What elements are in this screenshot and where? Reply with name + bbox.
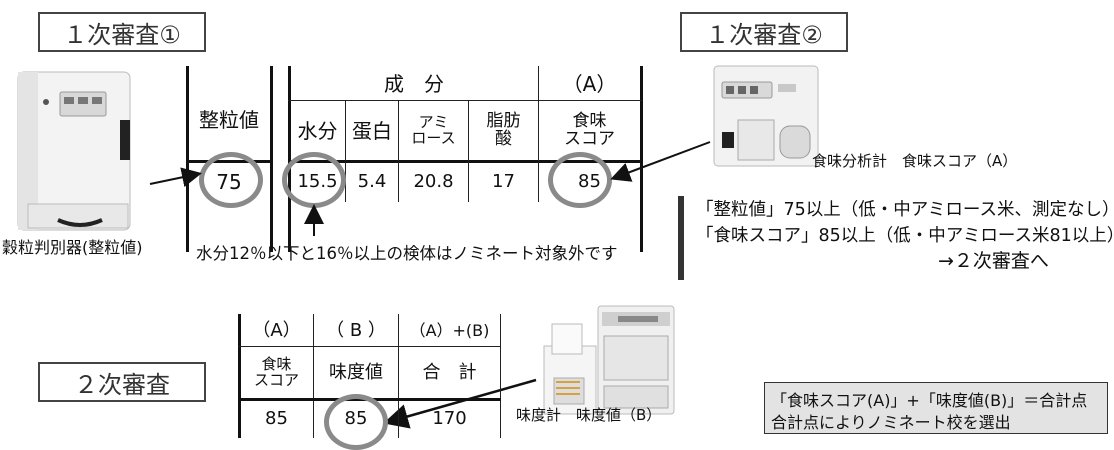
subheader-amylose: アミ ロース — [411, 113, 456, 147]
title-first-review-1: １次審査① — [38, 12, 206, 52]
subheader-protein: 蛋白 — [352, 118, 392, 143]
arrows-layer — [149, 141, 711, 429]
taste-analyzer-label: 食味分析計 食味スコア（A） — [812, 152, 1018, 170]
taste-meter-label: 味度計 味度値（B） — [516, 406, 662, 424]
taste-analyzer-photo — [713, 65, 819, 167]
highlight-ring-taste-score — [548, 152, 612, 208]
summary-line-2: 合計点によりノミネート校を選出 — [771, 413, 1011, 432]
subheader-taste-score: 食味 スコア — [564, 111, 615, 149]
value-fatty-acid: 17 — [492, 170, 515, 192]
t2-subheader-total: 合 計 — [422, 361, 477, 383]
value-amylose: 20.8 — [413, 170, 454, 192]
taste-meter-photo — [543, 305, 675, 415]
highlight-ring-taste-degree — [324, 394, 388, 450]
t2-subheader-taste-degree: 味度値 — [329, 361, 383, 383]
criteria-bar — [678, 196, 684, 280]
value-protein: 5.4 — [357, 170, 387, 192]
header-seibun: 成 分 — [384, 71, 444, 96]
t2-value-taste-score: 85 — [265, 407, 288, 429]
grain-tester-label: 穀粒判別器(整粒値) — [2, 238, 143, 257]
header-a: （A） — [562, 71, 617, 96]
subheader-moisture: 水分 — [297, 118, 338, 143]
criteria-line-3: →２次審査へ — [938, 250, 1049, 272]
title-first-review-2: １次審査② — [680, 12, 848, 52]
t2-header-a: （A） — [252, 319, 301, 341]
t2-subheader-taste-score: 食味 スコア — [253, 355, 299, 389]
t2-header-sum: （A）+(B) — [409, 320, 490, 340]
title-second-review: ２次審査 — [38, 362, 206, 402]
subheader-fatty-acid: 脂肪 酸 — [486, 111, 521, 149]
t2-value-total: 170 — [432, 407, 467, 429]
moisture-note: 水分12％以下と16％以上の検体はノミネート対象外です — [196, 244, 618, 263]
t2-header-b: （ B ） — [326, 319, 386, 341]
title-first-review-2-text: １次審査② — [705, 20, 823, 49]
title-second-review-text: ２次審査 — [74, 370, 170, 399]
grain-tester-photo — [17, 71, 131, 231]
title-first-review-1-text: １次審査① — [63, 20, 181, 49]
criteria-line-2: 「食味スコア」85以上（低・中アミロース米81以上） — [696, 226, 1114, 246]
criteria-line-1: 「整粒値」75以上（低・中アミロース米、測定なし） — [696, 200, 1114, 220]
summary-box: 「食味スコア(A)」+「味度値(B)」＝合計点 合計点によりノミネート校を選出 — [764, 382, 1108, 434]
summary-line-1: 「食味スコア(A)」+「味度値(B)」＝合計点 — [771, 391, 1088, 410]
header-seiryuchi: 整粒値 — [199, 107, 259, 132]
